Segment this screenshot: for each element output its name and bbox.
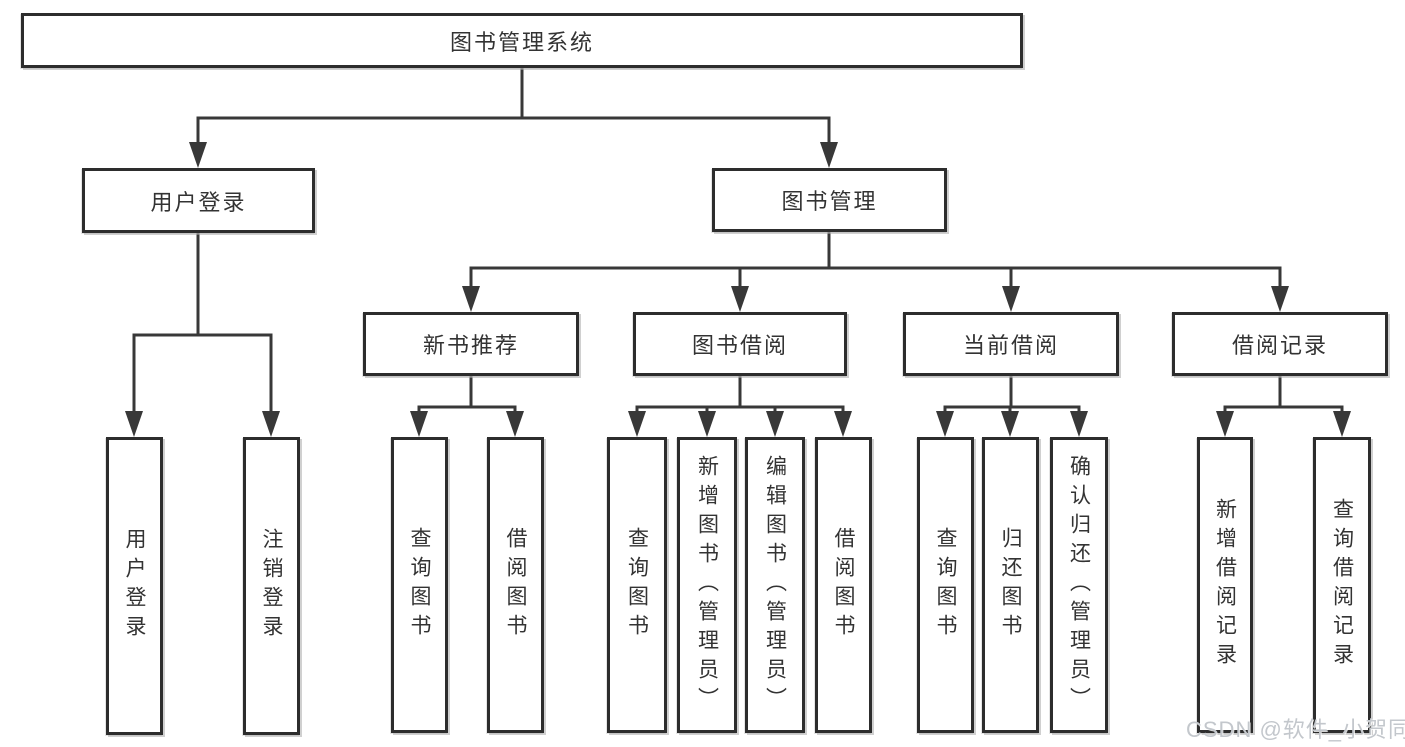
arrowhead-icon [1070, 411, 1088, 437]
arrowhead-icon [1271, 286, 1289, 312]
node-leaf-return-books: 归还图书 [982, 437, 1039, 733]
node-label: 归还图书 [999, 527, 1022, 643]
arrowhead-icon [189, 142, 207, 168]
node-leaf-borrow-books-1: 借阅图书 [487, 437, 544, 733]
arrowhead-icon [462, 286, 480, 312]
node-leaf-borrow-books-2: 借阅图书 [815, 437, 872, 733]
arrowhead-icon [1001, 411, 1019, 437]
node-leaf-confirm-return: 确认归还（管理员） [1050, 437, 1108, 733]
node-label: 注销登录 [260, 528, 283, 644]
node-label: 借阅记录 [1231, 333, 1328, 358]
watermark: CSDN @软件_小贺同学 [1186, 717, 1405, 742]
node-label: 当前借阅 [962, 333, 1059, 358]
node-leaf-add-books-admin: 新增图书（管理员） [677, 437, 737, 733]
node-current-borrowing: 当前借阅 [903, 312, 1119, 376]
arrowhead-icon [766, 411, 784, 437]
node-leaf-query-borrow-record: 查询借阅记录 [1313, 437, 1371, 733]
arrowhead-icon [410, 411, 428, 437]
node-label: 图书管理 [781, 189, 878, 214]
node-book-borrowing: 图书借阅 [633, 312, 847, 376]
node-leaf-query-books-1: 查询图书 [391, 437, 448, 733]
node-leaf-logout: 注销登录 [243, 437, 300, 735]
node-label: 新增借阅记录 [1213, 498, 1237, 672]
node-user-login: 用户登录 [82, 168, 315, 233]
arrowhead-icon [698, 411, 716, 437]
node-leaf-edit-books-admin: 编辑图书（管理员） [745, 437, 805, 733]
arrowhead-icon [1216, 411, 1234, 437]
node-label: 图书管理系统 [449, 29, 594, 55]
node-label: 查询图书 [934, 527, 957, 643]
node-label: 图书借阅 [691, 333, 788, 358]
node-label: 借阅图书 [832, 527, 855, 643]
arrowhead-icon [1333, 411, 1351, 437]
arrowhead-icon [820, 142, 838, 168]
node-label: 编辑图书（管理员） [763, 454, 787, 716]
arrowhead-icon [628, 411, 646, 437]
node-leaf-query-books-3: 查询图书 [917, 437, 974, 733]
node-label: 借阅图书 [504, 527, 527, 643]
arrowhead-icon [262, 411, 280, 437]
node-new-book-recommend: 新书推荐 [363, 312, 579, 376]
node-label: 确认归还（管理员） [1067, 454, 1091, 716]
node-root: 图书管理系统 [21, 13, 1023, 68]
arrowhead-icon [936, 411, 954, 437]
arrowhead-icon [834, 411, 852, 437]
arrowhead-icon [125, 411, 143, 437]
arrowhead-icon [731, 286, 749, 312]
node-label: 新增图书（管理员） [695, 454, 719, 716]
arrowhead-icon [506, 411, 524, 437]
node-label: 查询借阅记录 [1330, 498, 1354, 672]
node-leaf-query-books-2: 查询图书 [607, 437, 667, 733]
node-borrowing-records: 借阅记录 [1172, 312, 1388, 376]
node-label: 新书推荐 [422, 333, 519, 358]
node-book-management: 图书管理 [712, 168, 947, 232]
node-label: 查询图书 [625, 527, 649, 643]
node-label: 查询图书 [408, 527, 431, 643]
node-label: 用户登录 [150, 189, 247, 215]
node-leaf-user-login: 用户登录 [106, 437, 163, 735]
node-leaf-add-borrow-record: 新增借阅记录 [1197, 437, 1253, 733]
arrowhead-icon [1002, 286, 1020, 312]
node-label: 用户登录 [123, 528, 146, 644]
